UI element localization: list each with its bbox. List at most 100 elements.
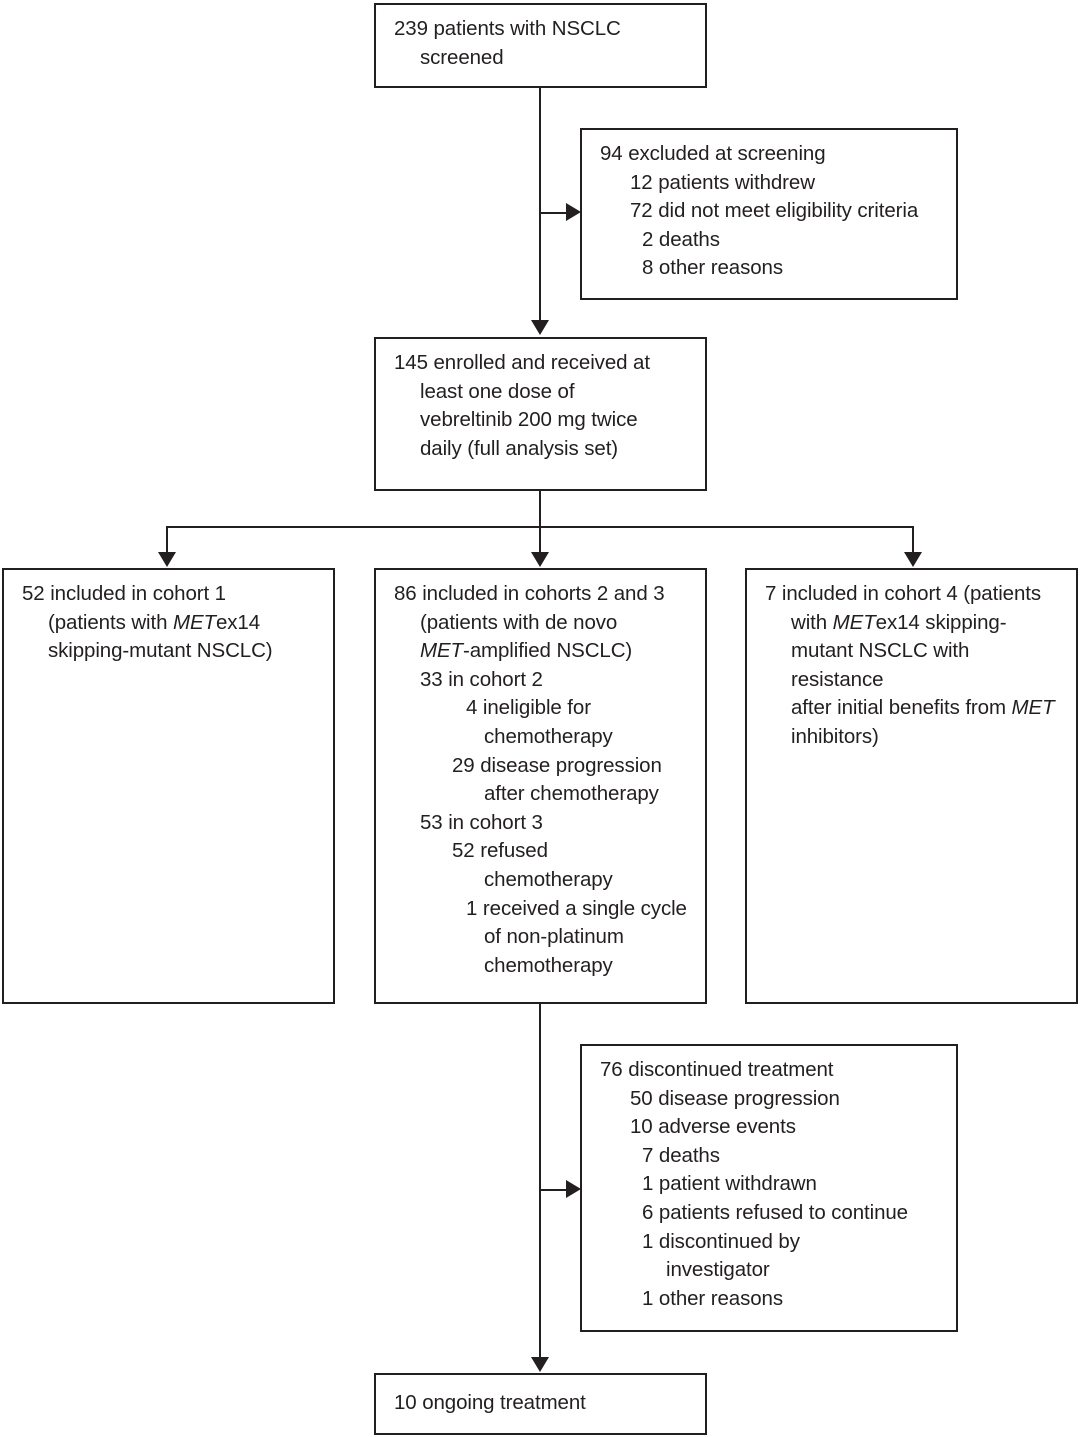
arrowhead-to-cohort23 xyxy=(531,552,549,567)
discontinued-line-1: 76 discontinued treatment xyxy=(600,1058,834,1081)
node-screened: 239 patients with NSCLC screened xyxy=(374,3,707,88)
arrowhead-to-excluded xyxy=(566,203,581,221)
cohort23-item-29-count: 29 xyxy=(452,753,475,777)
excluded-reason-4-count: 8 xyxy=(642,256,654,280)
cohort23-item-1-label: received a single cycle xyxy=(482,896,687,920)
cohort23-item-52-count: 52 xyxy=(452,839,475,863)
discontinued-reason-4-count: 1 xyxy=(642,1172,654,1196)
arrowhead-to-discontinued xyxy=(566,1180,581,1198)
node-ongoing: 10 ongoing treatment xyxy=(374,1373,707,1435)
discontinued-reason-6-count: 1 xyxy=(642,1229,654,1253)
connector-to-cohort1 xyxy=(166,526,168,554)
cohort23-line-2: (patients with de novo xyxy=(420,610,618,634)
discontinued-reason-6-label: discontinued by xyxy=(658,1229,800,1253)
cohort23-subcohort-3: 53 in cohort 3 xyxy=(420,810,543,834)
arrowhead-to-cohort1 xyxy=(158,552,176,567)
cohort4-line-2: with METex14 skipping- xyxy=(765,609,1062,638)
cohort23-item-1-cont-a: of non-platinum xyxy=(484,925,624,949)
cohort1-line-2: (patients with METex14 xyxy=(22,609,319,638)
connector-to-cohort23 xyxy=(539,526,541,554)
excluded-reason-2-label: did not meet eligibility criteria xyxy=(658,199,919,223)
discontinued-reason-2-label: adverse events xyxy=(658,1115,796,1139)
cohort4-line-4-pre: after initial benefits from xyxy=(791,696,1012,720)
connector-screened-to-enrolled xyxy=(539,88,541,322)
discontinued-reason-4-label: patient withdrawn xyxy=(658,1172,817,1196)
excluded-reason-4-label: other reasons xyxy=(658,256,783,280)
excluded-reason-2-count: 72 xyxy=(630,199,653,223)
enrolled-line-1: 145 enrolled and received at xyxy=(394,351,650,374)
discontinued-reason-1-label: disease progression xyxy=(658,1086,840,1110)
cohort4-line-3: mutant NSCLC with resistance xyxy=(791,639,970,691)
gene-symbol-met: MET xyxy=(832,610,876,634)
cohort1-line-2-post: ex14 xyxy=(215,610,261,634)
cohort23-line-3-post: -amplified NSCLC) xyxy=(462,639,633,663)
node-excluded: 94 excluded at screening 12 patients wit… xyxy=(580,128,958,300)
arrowhead-to-enrolled xyxy=(531,320,549,335)
cohort4-line-1: 7 included in cohort 4 (patients xyxy=(765,582,1042,605)
node-enrolled: 145 enrolled and received at least one d… xyxy=(374,337,707,491)
discontinued-reason-4: 1 patient withdrawn xyxy=(600,1170,942,1199)
excluded-reason-2: 72 did not meet eligibility criteria xyxy=(600,197,942,226)
cohort4-line-4: after initial benefits from MET xyxy=(765,694,1062,723)
ongoing-line-1: 10 ongoing treatment xyxy=(394,1391,586,1414)
gene-symbol-met: MET xyxy=(1011,696,1055,720)
discontinued-reason-2: 10 adverse events xyxy=(600,1113,942,1142)
enrolled-line-2: least one dose of xyxy=(420,379,575,403)
discontinued-reason-6-cont: investigator xyxy=(666,1258,770,1282)
cohort1-line-1: 52 included in cohort 1 xyxy=(22,582,226,605)
excluded-reason-1-label: patients withdrew xyxy=(658,170,815,194)
cohort23-line-1: 86 included in cohorts 2 and 3 xyxy=(394,582,665,605)
cohort23-line-3: MET-amplified NSCLC) xyxy=(394,637,691,666)
cohort23-item-4-cont: chemotherapy xyxy=(484,724,613,748)
discontinued-reason-1: 50 disease progression xyxy=(600,1085,942,1114)
arrowhead-to-cohort4 xyxy=(904,552,922,567)
discontinued-reason-3: 7 deaths xyxy=(600,1142,942,1171)
discontinued-reason-2-count: 10 xyxy=(630,1115,653,1139)
excluded-reason-3-label: deaths xyxy=(658,227,720,251)
cohort23-item-4-label: ineligible for xyxy=(482,696,591,720)
discontinued-reason-7-count: 1 xyxy=(642,1286,654,1310)
screened-line-1: 239 patients with NSCLC xyxy=(394,17,621,40)
connector-to-cohort4 xyxy=(912,526,914,554)
node-cohorts-2-3: 86 included in cohorts 2 and 3 (patients… xyxy=(374,568,707,1004)
node-cohort-1: 52 included in cohort 1 (patients with M… xyxy=(2,568,335,1004)
arrowhead-to-ongoing xyxy=(531,1357,549,1372)
cohort23-item-1: 1 received a single cycle xyxy=(394,895,691,924)
discontinued-reason-6: 1 discontinued by xyxy=(600,1228,942,1257)
cohort4-line-2-pre: with xyxy=(791,610,833,634)
cohort4-line-2-post: ex14 skipping- xyxy=(875,610,1007,634)
discontinued-reason-3-count: 7 xyxy=(642,1143,654,1167)
excluded-reason-3: 2 deaths xyxy=(600,226,942,255)
discontinued-reason-3-label: deaths xyxy=(658,1143,720,1167)
connector-enrolled-to-split xyxy=(539,491,541,528)
discontinued-reason-7: 1 other reasons xyxy=(600,1285,942,1314)
screened-line-2: screened xyxy=(420,45,504,69)
connector-cohort23-to-ongoing xyxy=(539,1004,541,1359)
excluded-reason-4: 8 other reasons xyxy=(600,254,942,283)
cohort23-item-29-label: disease progression xyxy=(480,753,662,777)
cohort1-line-3: skipping-mutant NSCLC) xyxy=(48,639,273,663)
cohort23-subcohort-2: 33 in cohort 2 xyxy=(420,667,543,691)
gene-symbol-met: MET xyxy=(172,610,216,634)
excluded-reason-1: 12 patients withdrew xyxy=(600,169,942,198)
excluded-reason-1-count: 12 xyxy=(630,170,653,194)
cohort23-item-52-label: refused xyxy=(480,839,548,863)
connector-to-excluded xyxy=(539,212,569,214)
discontinued-reason-5-label: patients refused to continue xyxy=(658,1200,908,1224)
connector-to-discontinued xyxy=(539,1189,569,1191)
discontinued-reason-5: 6 patients refused to continue xyxy=(600,1199,942,1228)
node-cohort-4: 7 included in cohort 4 (patients with ME… xyxy=(745,568,1078,1004)
discontinued-reason-7-label: other reasons xyxy=(658,1286,783,1310)
cohort23-item-52: 52 refused xyxy=(394,837,691,866)
cohort23-item-1-cont-b: chemotherapy xyxy=(484,953,613,977)
discontinued-reason-1-count: 50 xyxy=(630,1086,653,1110)
cohort23-item-29: 29 disease progression xyxy=(394,752,691,781)
excluded-reason-3-count: 2 xyxy=(642,227,654,251)
node-discontinued: 76 discontinued treatment 50 disease pro… xyxy=(580,1044,958,1332)
cohort4-line-5: inhibitors) xyxy=(791,724,879,748)
cohort23-item-52-cont: chemotherapy xyxy=(484,867,613,891)
cohort23-item-1-count: 1 xyxy=(466,896,478,920)
cohort23-item-4: 4 ineligible for xyxy=(394,694,691,723)
discontinued-reason-5-count: 6 xyxy=(642,1200,654,1224)
